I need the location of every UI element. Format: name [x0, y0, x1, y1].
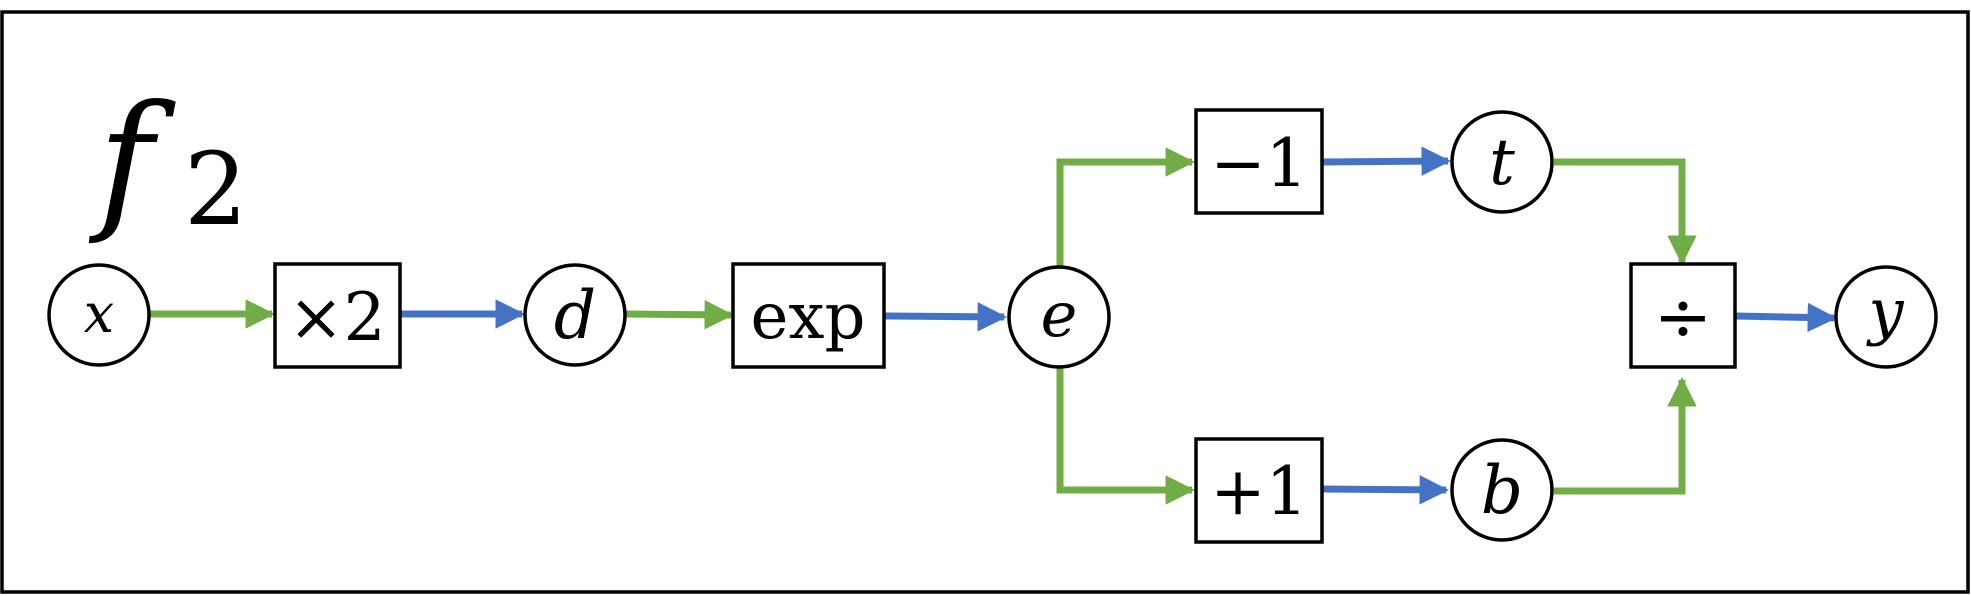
node-e-label: e: [1041, 278, 1078, 351]
node-divide-label: ÷: [1654, 276, 1713, 358]
node-d-label: d: [554, 277, 596, 354]
node-minus1-box: [1194, 108, 1324, 215]
node-e-circle: [1007, 265, 1111, 369]
node-exp-label: exp: [751, 280, 866, 354]
node-d-circle: [523, 263, 627, 367]
node-b-label: b: [1481, 452, 1523, 529]
node-t-circle: [1450, 110, 1554, 214]
diagram-title-subscript: 2: [184, 131, 248, 248]
node-plus1-label: +1: [1210, 453, 1307, 530]
node-minus1-label: −1: [1210, 125, 1307, 202]
node-b-circle: [1450, 438, 1554, 542]
diagram-title: f: [88, 74, 176, 248]
edge-d-to-exp: [624, 300, 734, 330]
edge-divide-to-y: [1734, 302, 1837, 333]
edge-e-to-minus1: [1056, 147, 1195, 266]
diagram-frame: [0, 10, 1970, 594]
node-exp-box: [731, 262, 886, 369]
node-x-circle: [47, 263, 151, 367]
edge-plus1-to-b: [1321, 475, 1449, 505]
edge-t-to-divide: [1554, 158, 1697, 265]
node-y-label: y: [1865, 275, 1904, 348]
edge-minus1-to-t: [1321, 146, 1451, 176]
node-t-label: t: [1489, 126, 1515, 200]
node-times2-box: [273, 262, 402, 369]
node-divide-box: [1629, 262, 1737, 369]
node-plus1-box: [1194, 437, 1324, 544]
node-x-label: x: [84, 282, 114, 345]
node-y-circle: [1834, 265, 1938, 369]
node-times2-label: ×2: [288, 279, 385, 356]
edge-exp-to-e: [883, 302, 1007, 332]
edge-e-to-plus1: [1056, 368, 1195, 505]
edge-b-to-divide: [1554, 377, 1697, 495]
